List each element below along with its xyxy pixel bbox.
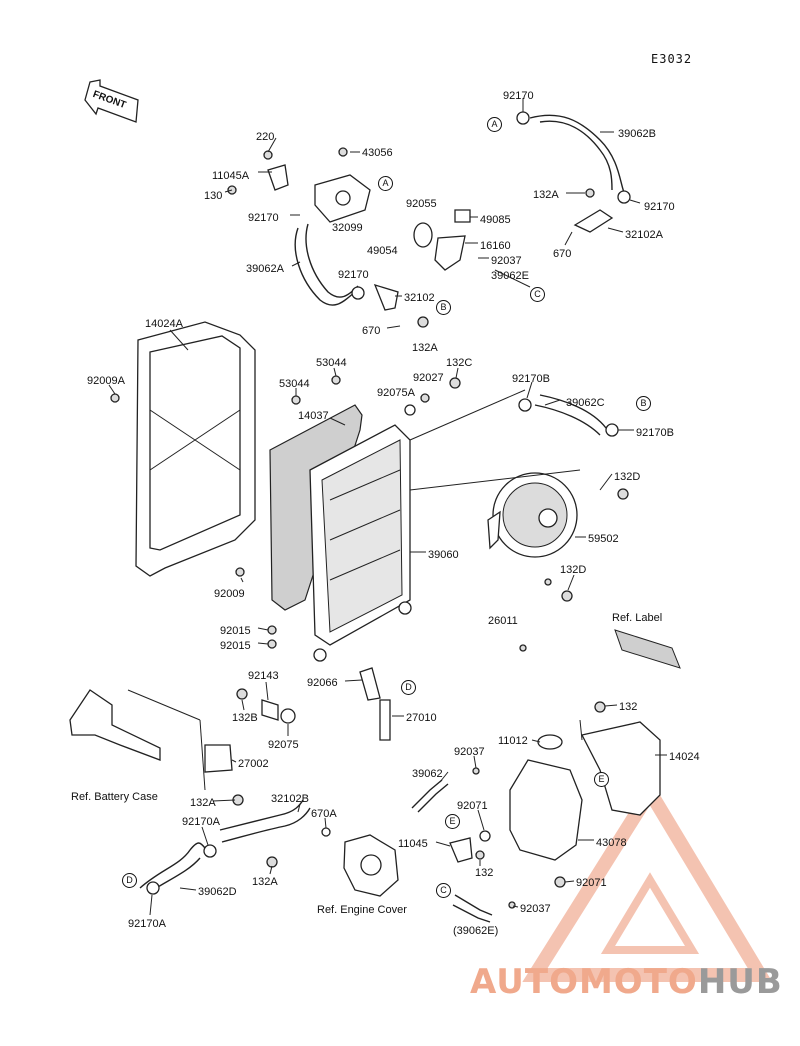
part-number-p32102: 32102 [404, 292, 435, 304]
part-number-p130: 130 [204, 190, 223, 202]
part-number-p39062: 39062 [412, 768, 443, 780]
part-number-p49085: 49085 [480, 214, 511, 226]
cooling-fan-shape [487, 472, 578, 558]
leader-lines [108, 98, 667, 916]
part-number-p49054: 49054 [367, 245, 398, 257]
part-number-p92037m: 92037 [454, 746, 485, 758]
connector-marker-cD1: D [401, 680, 416, 695]
part-number-p132b2: 132 [475, 867, 494, 879]
part-number-p92170r: 92170 [644, 201, 675, 213]
part-number-p92055: 92055 [406, 198, 437, 210]
connector-marker-cC1: C [530, 287, 545, 302]
part-number-p670m: 670 [362, 325, 381, 337]
part-number-p39060: 39060 [428, 549, 459, 561]
part-number-p92009a: 92009A [87, 375, 125, 387]
part-number-p32102a: 32102A [625, 229, 663, 241]
part-number-p39062d: 39062D [198, 886, 237, 898]
ref-text-ref-engine: Ref. Engine Cover [317, 904, 407, 916]
watermark-triangle [522, 778, 773, 982]
part-number-p27002: 27002 [238, 758, 269, 770]
part-number-p39062a: 39062A [246, 263, 284, 275]
part-number-p132a_r: 132A [533, 189, 559, 201]
connector-marker-cB2: B [636, 396, 651, 411]
part-number-p92066: 92066 [307, 677, 338, 689]
engine-cover-shape [343, 834, 399, 897]
ref-text-ref-label: Ref. Label [612, 612, 663, 624]
part-number-p14024a: 14024A [145, 318, 183, 330]
part-number-p11012: 11012 [498, 735, 528, 747]
part-number-p92170a1: 92170A [182, 816, 220, 828]
part-number-p132a_m: 132A [412, 342, 438, 354]
connector-marker-cB1: B [436, 300, 451, 315]
connector-marker-cD2: D [122, 873, 137, 888]
part-number-p43056: 43056 [362, 147, 393, 159]
part-number-p39062c: 39062C [566, 397, 605, 409]
part-number-p92009: 92009 [214, 588, 245, 600]
part-number-p132a_b2: 132A [252, 876, 278, 888]
part-number-p53044b: 53044 [279, 378, 310, 390]
connector-marker-cE2: E [445, 814, 460, 829]
reservoir-tank-shape [509, 734, 583, 861]
part-number-p92170b1: 92170B [512, 373, 550, 385]
part-number-p92170l: 92170 [248, 212, 279, 224]
part-number-p670a: 670A [311, 808, 337, 820]
part-number-p92027: 92027 [413, 372, 444, 384]
part-number-p92071a: 92071 [457, 800, 488, 812]
part-number-p92170m: 92170 [338, 269, 369, 281]
diagram-code: E3032 [651, 52, 693, 66]
part-number-p92170top: 92170 [503, 90, 534, 102]
connector-marker-cE1: E [594, 772, 609, 787]
part-number-p92037top: 92037 [491, 255, 522, 267]
connector-marker-cA2: A [378, 176, 393, 191]
tank-cover-shape [581, 721, 661, 816]
part-number-p32099: 32099 [332, 222, 363, 234]
watermark-text-part2: HUB [697, 962, 783, 1002]
part-number-p14024: 14024 [669, 751, 700, 763]
part-number-p132d1: 132D [614, 471, 641, 483]
part-number-p16160: 16160 [480, 240, 511, 252]
connector-marker-cA1: A [487, 117, 502, 132]
part-number-p132d2: 132D [560, 564, 587, 576]
part-number-p132r: 132 [619, 701, 638, 713]
part-number-p11045: 11045 [398, 838, 428, 850]
part-number-p92075: 92075 [268, 739, 299, 751]
part-number-p14037: 14037 [298, 410, 329, 422]
hoses [139, 114, 626, 923]
part-number-p11045a: 11045A [212, 170, 250, 182]
ref-text-ref-battery: Ref. Battery Case [71, 791, 158, 803]
part-number-p92143: 92143 [248, 670, 279, 682]
part-number-p43078: 43078 [596, 837, 627, 849]
part-number-p39062e: 39062E [491, 270, 529, 282]
part-number-p92015b: 92015 [220, 640, 251, 652]
part-number-p92075a: 92075A [377, 387, 415, 399]
part-number-p132c: 132C [446, 357, 473, 369]
watermark-text-part1: AUTOMOTO [470, 962, 698, 1002]
radiator-shape [309, 424, 412, 662]
connector-marker-cC2: C [436, 883, 451, 898]
watermark-logo: AUTOMOTOHUB [470, 962, 783, 1002]
part-number-p220: 220 [256, 131, 275, 143]
front-arrow-icon [84, 79, 139, 123]
part-number-p132b: 132B [232, 712, 258, 724]
part-number-p92037b: 92037 [520, 903, 551, 915]
part-number-p132a_b: 132A [190, 797, 216, 809]
part-number-p39062e_b: (39062E) [453, 925, 499, 937]
part-number-p39062b: 39062B [618, 128, 656, 140]
part-number-p92071b: 92071 [576, 877, 607, 889]
part-number-p92170b2: 92170B [636, 427, 674, 439]
battery-bracket-shape [69, 689, 161, 761]
part-number-p92170a2: 92170A [128, 918, 166, 930]
part-number-p53044a: 53044 [316, 357, 347, 369]
part-number-p670r: 670 [553, 248, 572, 260]
part-number-p26011: 26011 [488, 615, 518, 627]
ref-label-shape [614, 629, 681, 669]
radiator-cover-shape [135, 321, 256, 577]
part-number-p92015a: 92015 [220, 625, 251, 637]
part-number-p27010: 27010 [406, 712, 437, 724]
part-number-p59502: 59502 [588, 533, 619, 545]
part-number-p32102b: 32102B [271, 793, 309, 805]
